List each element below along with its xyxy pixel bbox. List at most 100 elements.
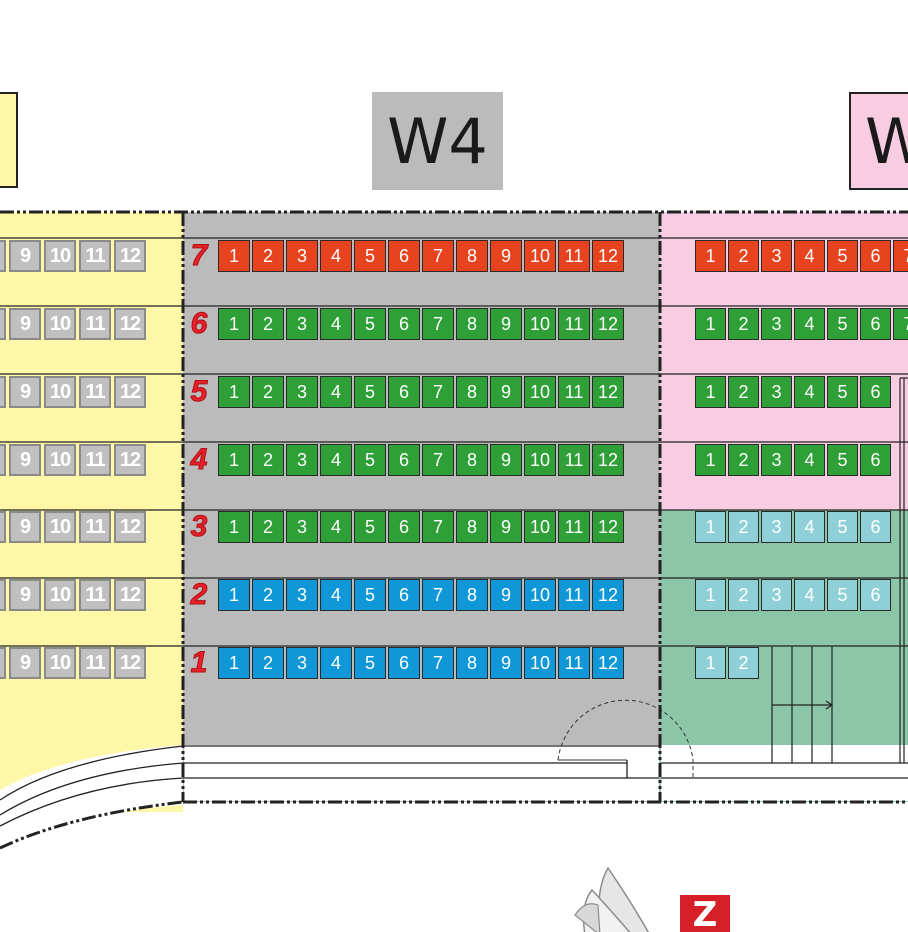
seat-left-row3-11[interactable]: 11 xyxy=(79,511,111,543)
seat-w4-row7-1[interactable]: 1 xyxy=(218,240,250,272)
seat-right-row4-1[interactable]: 1 xyxy=(695,444,726,476)
seat-w4-row2-8[interactable]: 8 xyxy=(456,579,488,611)
seat-w4-row1-3[interactable]: 3 xyxy=(286,647,318,679)
seat-w4-row7-6[interactable]: 6 xyxy=(388,240,420,272)
seat-w4-row2-12[interactable]: 12 xyxy=(592,579,624,611)
seat-w4-row2-5[interactable]: 5 xyxy=(354,579,386,611)
seat-left-row5-10[interactable]: 10 xyxy=(44,376,76,408)
seat-w4-row1-12[interactable]: 12 xyxy=(592,647,624,679)
seat-w4-row2-6[interactable]: 6 xyxy=(388,579,420,611)
seat-right-row4-3[interactable]: 3 xyxy=(761,444,792,476)
seat-w4-row4-2[interactable]: 2 xyxy=(252,444,284,476)
seat-right-row2-6[interactable]: 6 xyxy=(860,579,891,611)
seat-w4-row4-4[interactable]: 4 xyxy=(320,444,352,476)
seat-right-row6-5[interactable]: 5 xyxy=(827,308,858,340)
seat-w4-row4-1[interactable]: 1 xyxy=(218,444,250,476)
seat-w4-row1-5[interactable]: 5 xyxy=(354,647,386,679)
seat-right-row3-6[interactable]: 6 xyxy=(860,511,891,543)
seat-left-row7-partial[interactable] xyxy=(0,240,6,272)
seat-right-row2-2[interactable]: 2 xyxy=(728,579,759,611)
seat-left-row6-partial[interactable] xyxy=(0,308,6,340)
seat-w4-row3-12[interactable]: 12 xyxy=(592,511,624,543)
seat-w4-row2-10[interactable]: 10 xyxy=(524,579,556,611)
seat-left-row2-12[interactable]: 12 xyxy=(114,579,146,611)
seat-right-row3-2[interactable]: 2 xyxy=(728,511,759,543)
seat-right-row4-4[interactable]: 4 xyxy=(794,444,825,476)
seat-w4-row6-5[interactable]: 5 xyxy=(354,308,386,340)
seat-w4-row4-3[interactable]: 3 xyxy=(286,444,318,476)
seat-w4-row3-3[interactable]: 3 xyxy=(286,511,318,543)
seat-right-row4-6[interactable]: 6 xyxy=(860,444,891,476)
seat-w4-row7-12[interactable]: 12 xyxy=(592,240,624,272)
seat-w4-row6-3[interactable]: 3 xyxy=(286,308,318,340)
seat-left-row3-partial[interactable] xyxy=(0,511,6,543)
seat-right-row3-5[interactable]: 5 xyxy=(827,511,858,543)
seat-left-row2-partial[interactable] xyxy=(0,579,6,611)
seat-w4-row3-2[interactable]: 2 xyxy=(252,511,284,543)
seat-w4-row5-4[interactable]: 4 xyxy=(320,376,352,408)
seat-left-row1-partial[interactable] xyxy=(0,647,6,679)
seat-left-row1-9[interactable]: 9 xyxy=(9,647,41,679)
seat-left-row4-10[interactable]: 10 xyxy=(44,444,76,476)
seat-left-row7-9[interactable]: 9 xyxy=(9,240,41,272)
seat-right-row2-4[interactable]: 4 xyxy=(794,579,825,611)
seat-left-row5-partial[interactable] xyxy=(0,376,6,408)
seat-right-row6-6[interactable]: 6 xyxy=(860,308,891,340)
seat-left-row6-10[interactable]: 10 xyxy=(44,308,76,340)
seat-w4-row3-9[interactable]: 9 xyxy=(490,511,522,543)
seat-left-row3-12[interactable]: 12 xyxy=(114,511,146,543)
seat-w4-row2-11[interactable]: 11 xyxy=(558,579,590,611)
seat-right-row2-3[interactable]: 3 xyxy=(761,579,792,611)
seat-w4-row1-11[interactable]: 11 xyxy=(558,647,590,679)
seat-right-row6-1[interactable]: 1 xyxy=(695,308,726,340)
seat-w4-row4-6[interactable]: 6 xyxy=(388,444,420,476)
seat-w4-row7-10[interactable]: 10 xyxy=(524,240,556,272)
seat-left-row2-9[interactable]: 9 xyxy=(9,579,41,611)
seat-w4-row1-7[interactable]: 7 xyxy=(422,647,454,679)
seat-w4-row6-11[interactable]: 11 xyxy=(558,308,590,340)
seat-w4-row3-8[interactable]: 8 xyxy=(456,511,488,543)
seat-w4-row2-1[interactable]: 1 xyxy=(218,579,250,611)
seat-w4-row4-5[interactable]: 5 xyxy=(354,444,386,476)
seat-w4-row6-6[interactable]: 6 xyxy=(388,308,420,340)
seat-w4-row3-11[interactable]: 11 xyxy=(558,511,590,543)
seat-w4-row2-4[interactable]: 4 xyxy=(320,579,352,611)
seat-w4-row1-10[interactable]: 10 xyxy=(524,647,556,679)
seat-w4-row3-10[interactable]: 10 xyxy=(524,511,556,543)
seat-right-row1-1[interactable]: 1 xyxy=(695,647,726,679)
seat-left-row1-12[interactable]: 12 xyxy=(114,647,146,679)
seat-w4-row2-7[interactable]: 7 xyxy=(422,579,454,611)
seat-right-row6-7[interactable]: 7 xyxy=(893,308,908,340)
seat-left-row5-9[interactable]: 9 xyxy=(9,376,41,408)
seat-w4-row1-8[interactable]: 8 xyxy=(456,647,488,679)
seat-w4-row3-1[interactable]: 1 xyxy=(218,511,250,543)
seat-w4-row2-3[interactable]: 3 xyxy=(286,579,318,611)
seat-left-row6-11[interactable]: 11 xyxy=(79,308,111,340)
seat-right-row3-3[interactable]: 3 xyxy=(761,511,792,543)
seat-w4-row6-1[interactable]: 1 xyxy=(218,308,250,340)
seat-right-row4-5[interactable]: 5 xyxy=(827,444,858,476)
seat-right-row2-1[interactable]: 1 xyxy=(695,579,726,611)
seat-w4-row6-10[interactable]: 10 xyxy=(524,308,556,340)
seat-w4-row7-11[interactable]: 11 xyxy=(558,240,590,272)
seat-left-row2-11[interactable]: 11 xyxy=(79,579,111,611)
seat-w4-row5-11[interactable]: 11 xyxy=(558,376,590,408)
seat-w4-row3-7[interactable]: 7 xyxy=(422,511,454,543)
seat-left-row5-12[interactable]: 12 xyxy=(114,376,146,408)
seat-w4-row1-2[interactable]: 2 xyxy=(252,647,284,679)
seat-left-row5-11[interactable]: 11 xyxy=(79,376,111,408)
seat-left-row4-11[interactable]: 11 xyxy=(79,444,111,476)
seat-right-row7-2[interactable]: 2 xyxy=(728,240,759,272)
seat-w4-row5-9[interactable]: 9 xyxy=(490,376,522,408)
seat-right-row7-1[interactable]: 1 xyxy=(695,240,726,272)
seat-w4-row1-6[interactable]: 6 xyxy=(388,647,420,679)
seat-right-row7-4[interactable]: 4 xyxy=(794,240,825,272)
seat-w4-row4-9[interactable]: 9 xyxy=(490,444,522,476)
seat-w4-row7-2[interactable]: 2 xyxy=(252,240,284,272)
seat-left-row3-9[interactable]: 9 xyxy=(9,511,41,543)
seat-w4-row4-7[interactable]: 7 xyxy=(422,444,454,476)
seat-right-row5-4[interactable]: 4 xyxy=(794,376,825,408)
seat-right-row7-5[interactable]: 5 xyxy=(827,240,858,272)
seat-w4-row7-7[interactable]: 7 xyxy=(422,240,454,272)
seat-w4-row5-1[interactable]: 1 xyxy=(218,376,250,408)
